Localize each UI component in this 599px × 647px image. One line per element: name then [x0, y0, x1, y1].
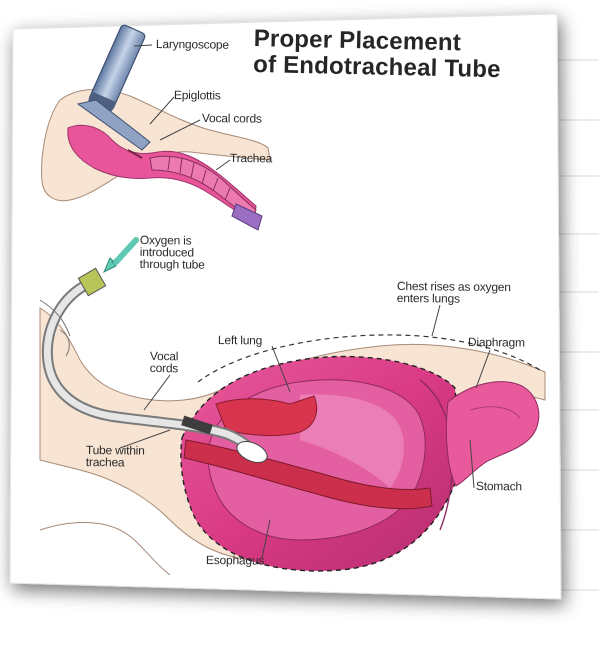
figure-title: Proper Placement of Endotracheal Tube: [253, 26, 502, 83]
label-stomach: Stomach: [476, 480, 522, 492]
label-tube-within-trachea: Tube within trachea: [86, 444, 145, 469]
label-laryngoscope: Laryngoscope: [156, 38, 229, 51]
label-vocal-cords-top: Vocal cords: [202, 112, 262, 125]
label-oxygen: Oxygen is introduced through tube: [140, 234, 205, 271]
label-epiglottis: Epiglottis: [174, 89, 221, 101]
label-vocal-cords-bottom: Vocal cords: [150, 350, 179, 374]
label-chest-rises: Chest rises as oxygen enters lungs: [397, 280, 511, 305]
label-trachea: Trachea: [230, 152, 272, 164]
label-diaphragm: Diaphragm: [468, 336, 525, 349]
label-left-lung: Left lung: [218, 334, 262, 346]
label-esophagus: Esophagus: [206, 554, 264, 567]
